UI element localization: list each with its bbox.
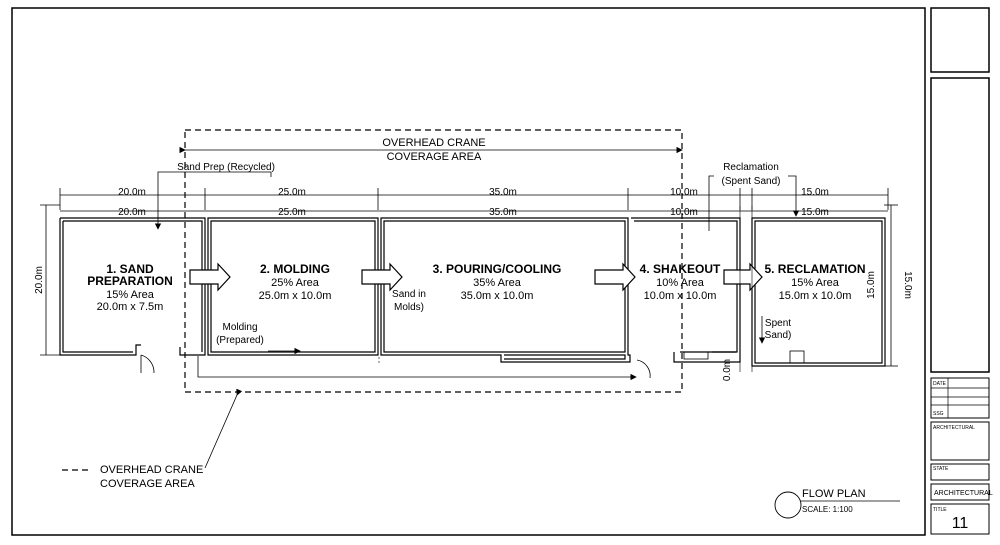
zone-1-name-1: 1. SAND xyxy=(106,262,154,276)
spent-label-2: Sand) xyxy=(765,330,792,341)
reclamation-label-2: (Spent Sand) xyxy=(722,176,781,187)
reclamation-flow: Reclamation (Spent Sand) xyxy=(708,162,800,231)
return-flow-line xyxy=(197,356,637,381)
title-block-sheet-box xyxy=(930,503,990,535)
gap-dimension: 0.0m xyxy=(722,206,753,381)
state-label: STATE xyxy=(933,466,949,472)
zone-1-label: 1. SAND PREPARATION 15% Area 20.0m x 7.5… xyxy=(87,262,173,313)
title-block-architectural-box xyxy=(930,483,990,501)
dim-inner-5: 15.0m xyxy=(801,207,829,218)
spent-label-1: Spent xyxy=(765,318,791,329)
zone-3-size: 35.0m x 10.0m xyxy=(461,290,534,302)
zone-4-label: 4. SHAKEOUT 10% Area 10.0m x 10.0m xyxy=(640,262,721,302)
sand-molds-2: Molds) xyxy=(394,302,424,313)
zone-3-name: 3. POURING/COOLING xyxy=(433,262,562,276)
sand-molds-1: Sand in xyxy=(392,289,426,300)
molding-label-1: Molding xyxy=(222,322,257,333)
zone-1-walls xyxy=(59,217,206,374)
zone-5-name: 5. RECLAMATION xyxy=(764,262,865,276)
process-arrows xyxy=(189,262,763,292)
dim-right-inner-height: 15.0m xyxy=(866,271,877,299)
sand-prep-flow: Sand Prep (Recycled) xyxy=(154,162,275,230)
flow-arrow-3-4 xyxy=(594,262,636,292)
sand-prep-label: Sand Prep (Recycled) xyxy=(177,162,275,173)
dim-outer-4: 10.0m xyxy=(670,187,698,198)
dim-outer-3: 35.0m xyxy=(489,187,517,198)
dim-left-height: 20.0m xyxy=(34,266,45,294)
title-block-state-box xyxy=(930,463,990,481)
dim-inner-4: 10.0m xyxy=(670,207,698,218)
title-block-discipline-box xyxy=(930,421,990,461)
right-height-dimension: 15.0m 15.0m xyxy=(866,204,913,367)
plan-title: FLOW PLAN SCALE: 1:100 xyxy=(774,488,900,519)
title-block-box-middle xyxy=(930,77,990,373)
zone-3-walls xyxy=(380,217,651,379)
crane-legend: OVERHEAD CRANE COVERAGE AREA xyxy=(62,388,243,490)
dim-outer-1: 20.0m xyxy=(118,187,146,198)
zone-3-area: 35% Area xyxy=(473,277,522,289)
dim-inner-3: 35.0m xyxy=(489,207,517,218)
zone-1-name-2: PREPARATION xyxy=(87,274,173,288)
molding-flow: Molding (Prepared) xyxy=(216,322,301,355)
crane-title: OVERHEAD CRANE xyxy=(382,137,485,149)
legend-line-1: OVERHEAD CRANE xyxy=(100,464,203,476)
architectural-label: ARCHITECTURAL xyxy=(933,425,975,431)
zone-4-size: 10.0m x 10.0m xyxy=(644,290,717,302)
zone-5-label: 5. RECLAMATION 15% Area 15.0m x 10.0m xyxy=(764,262,865,302)
sheet-number: 11 xyxy=(952,515,969,532)
spent-sand-flow: Spent Sand) xyxy=(758,316,792,344)
architectural-value: ARCHITECTURAL xyxy=(934,490,993,497)
plan-title-text: FLOW PLAN xyxy=(802,488,866,500)
top-inner-dimensions: 20.0m 25.0m 35.0m 10.0m 15.0m xyxy=(60,207,888,218)
ssg-label: SSG xyxy=(933,411,944,417)
zone-4-name: 4. SHAKEOUT xyxy=(640,262,721,276)
left-height-dimension: 20.0m xyxy=(34,204,60,356)
molding-label-2: (Prepared) xyxy=(216,335,264,346)
zone-1-size: 20.0m x 7.5m xyxy=(97,301,164,313)
drawing-border xyxy=(11,7,926,536)
dim-inner-2: 25.0m xyxy=(278,207,306,218)
zone-5-size: 15.0m x 10.0m xyxy=(779,290,852,302)
title-block: DATE SSG ARCHITECTURAL STATE ARCHITECTUR… xyxy=(930,7,993,535)
zone-3-label: 3. POURING/COOLING 35% Area 35.0m x 10.0… xyxy=(433,262,562,302)
flow-arrow-1-2 xyxy=(189,262,231,292)
title-label: TITLE xyxy=(933,507,947,513)
zone-2-area: 25% Area xyxy=(271,277,320,289)
zone-4-area: 10% Area xyxy=(656,277,705,289)
zone-2-label: 2. MOLDING 25% Area 25.0m x 10.0m xyxy=(259,262,332,302)
date-label: DATE xyxy=(933,381,947,387)
title-block-date-box xyxy=(930,377,990,419)
plan-scale-text: SCALE: 1:100 xyxy=(802,505,853,514)
crane-subtitle: COVERAGE AREA xyxy=(387,151,482,163)
legend-line-2: COVERAGE AREA xyxy=(100,478,195,490)
dim-gap: 0.0m xyxy=(722,359,733,381)
reclamation-label-1: Reclamation xyxy=(723,162,779,173)
flow-arrow-4-5 xyxy=(723,262,763,292)
title-block-box-top xyxy=(930,7,990,73)
zone-2-walls xyxy=(207,217,379,356)
dim-inner-1: 20.0m xyxy=(118,207,146,218)
zone-1-area: 15% Area xyxy=(106,289,155,301)
zone-2-size: 25.0m x 10.0m xyxy=(259,290,332,302)
zone-5-area: 15% Area xyxy=(791,277,840,289)
dim-outer-2: 25.0m xyxy=(278,187,306,198)
top-outer-dimensions: 20.0m 25.0m 35.0m 10.0m 15.0m xyxy=(59,187,889,210)
dim-outer-5: 15.0m xyxy=(801,187,829,198)
flow-arrow-2-3 xyxy=(361,262,403,292)
sand-in-molds-label: Sand in Molds) xyxy=(392,289,426,313)
zone-2-name: 2. MOLDING xyxy=(260,262,330,276)
dim-right-height: 15.0m xyxy=(902,271,913,299)
plan-title-circle xyxy=(774,491,802,519)
